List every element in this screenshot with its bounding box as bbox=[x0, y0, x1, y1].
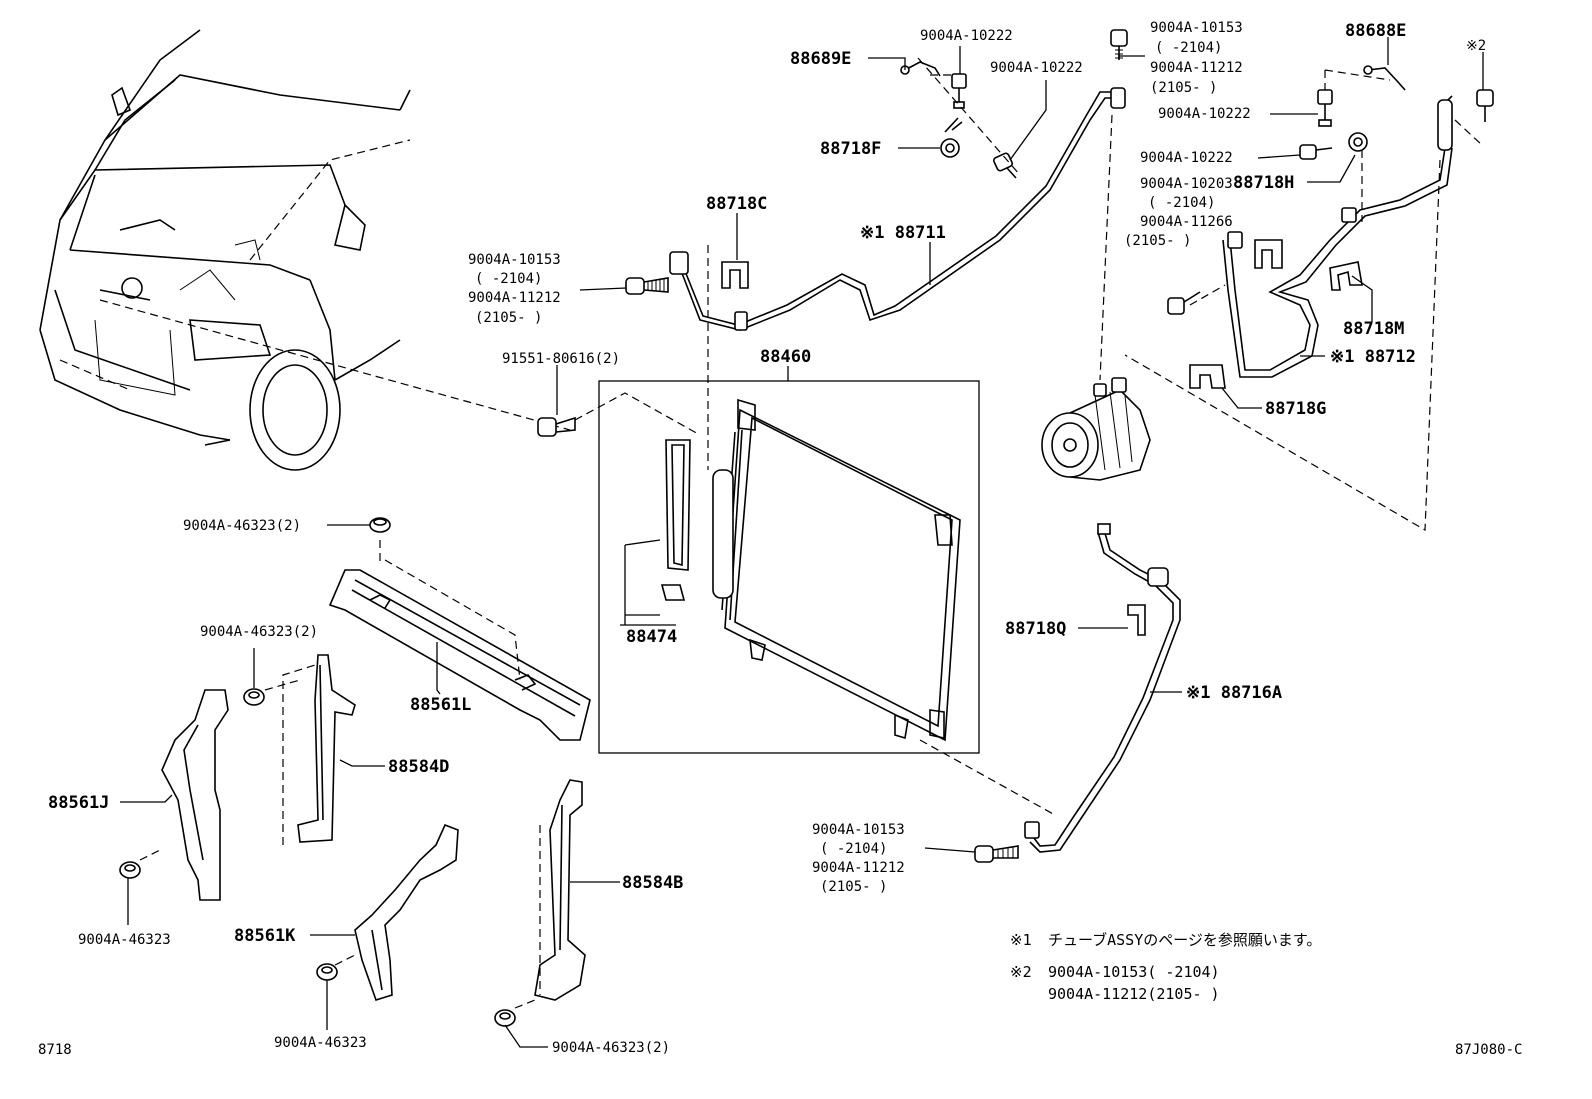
label-88718G: 88718G bbox=[1265, 399, 1326, 419]
label-2104-top: ( -2104) bbox=[1155, 40, 1222, 56]
footer-left-code: 8718 bbox=[38, 1042, 72, 1058]
label-88460: 88460 bbox=[760, 347, 811, 367]
label-88689E: 88689E bbox=[790, 49, 851, 69]
label-9004A-10153-top: 9004A-10153 bbox=[1150, 20, 1243, 36]
bolt-mark2 bbox=[1476, 89, 1494, 122]
label-2104-bot: ( -2104) bbox=[820, 841, 887, 857]
label-88718F: 88718F bbox=[820, 139, 881, 159]
bracket-88718-right bbox=[1254, 239, 1283, 269]
bolt-9004A-10222-d bbox=[1299, 144, 1333, 160]
label-88561J: 88561J bbox=[48, 793, 109, 813]
bolt-9004A-10222-a bbox=[951, 73, 967, 109]
part-labels: 88689E 9004A-10222 9004A-10222 9004A-101… bbox=[48, 20, 1486, 1056]
grommet-9004A-46323-k bbox=[316, 963, 338, 981]
label-9004A-11266: 9004A-11266 bbox=[1140, 214, 1233, 230]
pipe-88712 bbox=[1222, 95, 1453, 378]
footer: 8718 87J080-C bbox=[38, 1042, 1522, 1058]
compressor bbox=[1041, 377, 1151, 481]
clamp-88718C bbox=[721, 261, 749, 289]
label-2105-left: (2105- ) bbox=[475, 310, 542, 326]
label-88584D: 88584D bbox=[388, 757, 449, 777]
label-9004A-10153-left: 9004A-10153 bbox=[468, 252, 561, 268]
note2-line2: 9004A-11212(2105- ) bbox=[1048, 985, 1220, 1003]
label-9004A-46323-b: 9004A-46323 bbox=[274, 1035, 367, 1051]
label-91551-80616: 91551-80616(2) bbox=[502, 351, 620, 367]
bolt-9004A-10153-bottom bbox=[974, 845, 1019, 863]
condenser-assembly-box bbox=[598, 380, 980, 754]
label-mark2: ※2 bbox=[1466, 38, 1486, 54]
clamp-88718H bbox=[1348, 132, 1368, 152]
bolt-91551-80616 bbox=[537, 416, 576, 437]
note2-line1: 9004A-10153( -2104) bbox=[1048, 963, 1220, 981]
label-2104-mid: ( -2104) bbox=[1148, 195, 1215, 211]
vehicle-front-illustration bbox=[39, 29, 571, 471]
label-9004A-10153-bot: 9004A-10153 bbox=[812, 822, 905, 838]
label-9004A-46323-2b: 9004A-46323(2) bbox=[200, 624, 318, 640]
grommet-9004A-46323-j bbox=[119, 861, 141, 879]
label-88718H: 88718H bbox=[1233, 173, 1294, 193]
label-9004A-46323-2a: 9004A-46323(2) bbox=[183, 518, 301, 534]
bolt-9004A-10153-top bbox=[1110, 29, 1128, 60]
clamp-88718F bbox=[940, 117, 963, 158]
label-9004A-46323-2c: 9004A-46323(2) bbox=[552, 1040, 670, 1056]
bolt-9004A-10153-left bbox=[625, 277, 669, 295]
label-88718C: 88718C bbox=[706, 194, 767, 214]
leader-lines bbox=[120, 37, 1484, 1048]
note1-text: チューブASSYのページを参照願います。 bbox=[1048, 931, 1321, 949]
bracket-88561K bbox=[354, 823, 459, 1001]
note1-mark: ※1 bbox=[1010, 931, 1032, 949]
label-88711: ※1 88711 bbox=[860, 223, 946, 243]
label-88718Q: 88718Q bbox=[1005, 619, 1066, 639]
label-9004A-10222-c: 9004A-10222 bbox=[1158, 106, 1251, 122]
pipe-88716A bbox=[1024, 523, 1181, 853]
clamp-88718M bbox=[1329, 261, 1363, 291]
label-2105-top: (2105- ) bbox=[1150, 80, 1217, 96]
footnotes: ※1 チューブASSYのページを参照願います。 ※2 9004A-10153( … bbox=[1010, 931, 1321, 1003]
label-2104-left: ( -2104) bbox=[475, 271, 542, 287]
footer-right-code: 87J080-C bbox=[1455, 1042, 1522, 1058]
label-88712: ※1 88712 bbox=[1330, 347, 1416, 367]
label-9004A-11212-bot: 9004A-11212 bbox=[812, 860, 905, 876]
note2-mark: ※2 bbox=[1010, 963, 1032, 981]
label-9004A-11212-left: 9004A-11212 bbox=[468, 290, 561, 306]
clamp-88718G bbox=[1189, 364, 1226, 389]
label-9004A-10203: 9004A-10203 bbox=[1140, 176, 1233, 192]
label-9004A-10222-a: 9004A-10222 bbox=[920, 28, 1013, 44]
label-9004A-11212-top: 9004A-11212 bbox=[1150, 60, 1243, 76]
bracket-88584D bbox=[297, 654, 356, 843]
clamp-88689E bbox=[900, 61, 941, 77]
label-88688E: 88688E bbox=[1345, 21, 1406, 41]
grommet-9004A-46323-mid bbox=[243, 688, 265, 706]
label-2105-bot: (2105- ) bbox=[820, 879, 887, 895]
label-88584B: 88584B bbox=[622, 873, 683, 893]
label-9004A-46323-a: 9004A-46323 bbox=[78, 932, 171, 948]
bolt-9004A-10203 bbox=[1167, 291, 1201, 315]
assembly-dashed-lines bbox=[139, 57, 1483, 1009]
bracket-88561J bbox=[161, 689, 229, 901]
label-88716A: ※1 88716A bbox=[1186, 683, 1282, 703]
label-2105-mid: (2105- ) bbox=[1124, 233, 1191, 249]
grommet-9004A-46323-top bbox=[369, 517, 391, 533]
pipe-88711 bbox=[669, 87, 1126, 331]
label-88561K: 88561K bbox=[234, 926, 296, 946]
label-88474: 88474 bbox=[626, 627, 677, 647]
clamp-88688E bbox=[1363, 65, 1406, 91]
grommet-9004A-46323-b bbox=[494, 1009, 516, 1027]
bracket-88561L bbox=[328, 569, 591, 741]
label-88718M: 88718M bbox=[1343, 319, 1404, 339]
clamp-88718Q bbox=[1127, 604, 1146, 636]
label-88561L: 88561L bbox=[410, 695, 471, 715]
bracket-88584B bbox=[534, 779, 586, 1001]
label-9004A-10222-d: 9004A-10222 bbox=[1140, 150, 1233, 166]
label-9004A-10222-b: 9004A-10222 bbox=[990, 60, 1083, 76]
bolt-9004A-10222-c bbox=[1317, 89, 1333, 127]
